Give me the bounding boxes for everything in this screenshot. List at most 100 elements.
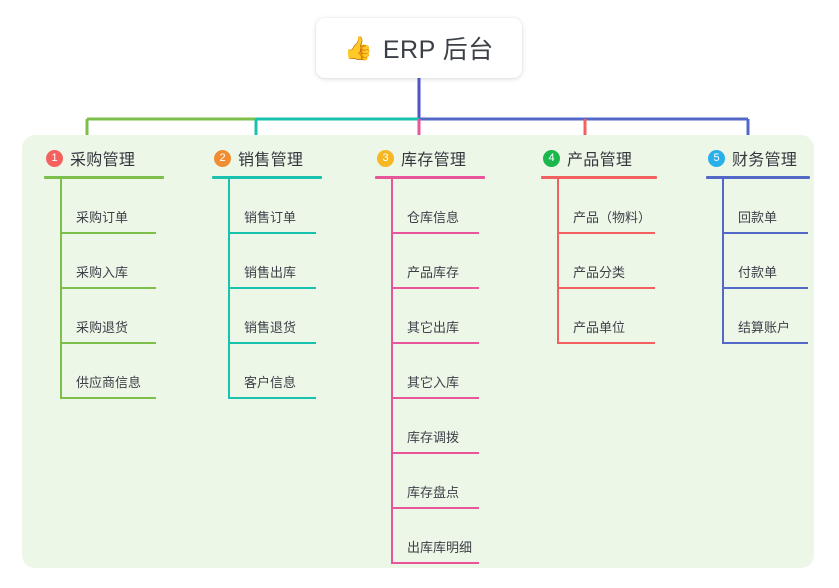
branch-item-underline	[60, 397, 156, 399]
branch-item-label: 结算账户	[738, 320, 791, 335]
branch-item[interactable]: 供应商信息	[30, 344, 156, 399]
branch-item-underline	[557, 232, 655, 234]
branch-title: 销售管理	[238, 152, 304, 169]
branch-item-label: 采购退货	[76, 320, 129, 335]
branch-item[interactable]: 销售出库	[198, 234, 316, 289]
root-node-erp-backend[interactable]: 👍 ERP 后台	[316, 18, 522, 78]
branch-item-list: 采购订单采购入库采购退货供应商信息	[30, 179, 156, 399]
branch-number-badge: 4	[543, 149, 560, 167]
branch-item-underline	[391, 397, 479, 399]
branch-item-list: 销售订单销售出库销售退货客户信息	[198, 179, 316, 399]
branch-item[interactable]: 库存调拨	[361, 399, 479, 454]
branch-item-underline	[228, 342, 316, 344]
branch-item-underline	[722, 287, 808, 289]
branch-column-4[interactable]: 4 产品管理产品（物料） 产品分类产品单位	[527, 146, 657, 344]
branch-item[interactable]: 采购入库	[30, 234, 156, 289]
branch-item[interactable]: 其它出库	[361, 289, 479, 344]
branch-number-badge: 1	[46, 149, 63, 167]
branch-item-label: 仓库信息	[407, 210, 460, 225]
branch-column-1[interactable]: 1 采购管理采购订单采购入库采购退货供应商信息	[30, 146, 164, 399]
branch-item[interactable]: 采购订单	[30, 179, 156, 234]
branch-item-underline	[60, 232, 156, 234]
branch-number-badge: 5	[708, 149, 725, 167]
branch-item-label: 供应商信息	[76, 375, 142, 390]
branch-title: 库存管理	[401, 152, 467, 169]
branch-item-label: 其它出库	[407, 320, 460, 335]
branch-header-4[interactable]: 4 产品管理	[527, 146, 645, 170]
branch-title: 财务管理	[732, 152, 798, 169]
branch-item[interactable]: 库存盘点	[361, 454, 479, 509]
branch-item-list: 产品（物料） 产品分类产品单位	[527, 179, 655, 344]
branch-item-underline	[228, 232, 316, 234]
branch-item-label: 销售订单	[244, 210, 297, 225]
branch-item-underline	[391, 507, 479, 509]
branch-number-badge: 2	[214, 149, 231, 167]
branch-column-5[interactable]: 5 财务管理回款单付款单结算账户	[692, 146, 810, 344]
branch-item[interactable]: 其它入库	[361, 344, 479, 399]
branch-item-list: 仓库信息产品库存其它出库其它入库库存调拨库存盘点出库库明细	[361, 179, 479, 564]
branch-header-5[interactable]: 5 财务管理	[692, 146, 802, 170]
branch-spine	[722, 179, 724, 344]
branch-item-underline	[228, 287, 316, 289]
root-node-title: ERP 后台	[382, 36, 494, 64]
branch-item-label: 产品库存	[407, 265, 460, 280]
branches-panel	[22, 135, 814, 568]
branch-item-label: 回款单	[738, 210, 778, 225]
branch-item-label: 采购入库	[76, 265, 129, 280]
branch-item-label: 销售出库	[244, 265, 297, 280]
branch-column-2[interactable]: 2 销售管理销售订单销售出库销售退货客户信息	[198, 146, 322, 399]
branch-item-underline	[722, 232, 808, 234]
branch-header-underline	[375, 176, 485, 179]
branch-item-label: 出库库明细	[407, 540, 473, 555]
branch-item[interactable]: 销售退货	[198, 289, 316, 344]
branch-item-label: 付款单	[738, 265, 778, 280]
branch-item-underline	[391, 562, 479, 564]
branch-item-label: 产品单位	[573, 320, 626, 335]
branch-item-underline	[60, 342, 156, 344]
branch-item-label: 库存盘点	[407, 485, 460, 500]
branch-column-3[interactable]: 3 库存管理仓库信息产品库存其它出库其它入库库存调拨库存盘点出库库明细	[361, 146, 485, 564]
branch-item[interactable]: 采购退货	[30, 289, 156, 344]
branch-item[interactable]: 产品（物料）	[527, 179, 655, 234]
branch-header-underline	[541, 176, 657, 179]
branch-item-label: 客户信息	[244, 375, 297, 390]
thumbs-up-icon: 👍	[344, 34, 373, 61]
branch-header-1[interactable]: 1 采购管理	[30, 146, 154, 170]
branch-item-label: 其它入库	[407, 375, 460, 390]
branch-header-2[interactable]: 2 销售管理	[198, 146, 316, 170]
branch-item-underline	[557, 342, 655, 344]
branch-spine	[391, 179, 393, 564]
branch-item[interactable]: 客户信息	[198, 344, 316, 399]
branch-header-underline	[212, 176, 322, 179]
branch-item[interactable]: 仓库信息	[361, 179, 479, 234]
branch-item[interactable]: 结算账户	[692, 289, 808, 344]
branch-item-label: 采购订单	[76, 210, 129, 225]
branch-item-underline	[391, 232, 479, 234]
branch-item[interactable]: 产品分类	[527, 234, 655, 289]
branch-header-underline	[706, 176, 810, 179]
branch-item[interactable]: 出库库明细	[361, 509, 479, 564]
branch-header-underline	[44, 176, 164, 179]
branch-item-underline	[391, 287, 479, 289]
branch-item-underline	[722, 342, 808, 344]
branch-item[interactable]: 产品库存	[361, 234, 479, 289]
branch-item[interactable]: 销售订单	[198, 179, 316, 234]
branch-item-underline	[391, 342, 479, 344]
branch-title: 采购管理	[70, 152, 136, 169]
branch-item-underline	[557, 287, 655, 289]
branch-spine	[60, 179, 62, 399]
branch-spine	[228, 179, 230, 399]
branch-spine	[557, 179, 559, 344]
branch-item[interactable]: 回款单	[692, 179, 808, 234]
branch-title: 产品管理	[567, 152, 633, 169]
branch-item-underline	[60, 287, 156, 289]
branch-item-label: 销售退货	[244, 320, 297, 335]
branch-item-underline	[228, 397, 316, 399]
branch-item[interactable]: 产品单位	[527, 289, 655, 344]
branch-item-label: 产品分类	[573, 265, 626, 280]
branch-item-label: 库存调拨	[407, 430, 460, 445]
branch-number-badge: 3	[377, 149, 394, 167]
branch-header-3[interactable]: 3 库存管理	[361, 146, 479, 170]
branch-item[interactable]: 付款单	[692, 234, 808, 289]
